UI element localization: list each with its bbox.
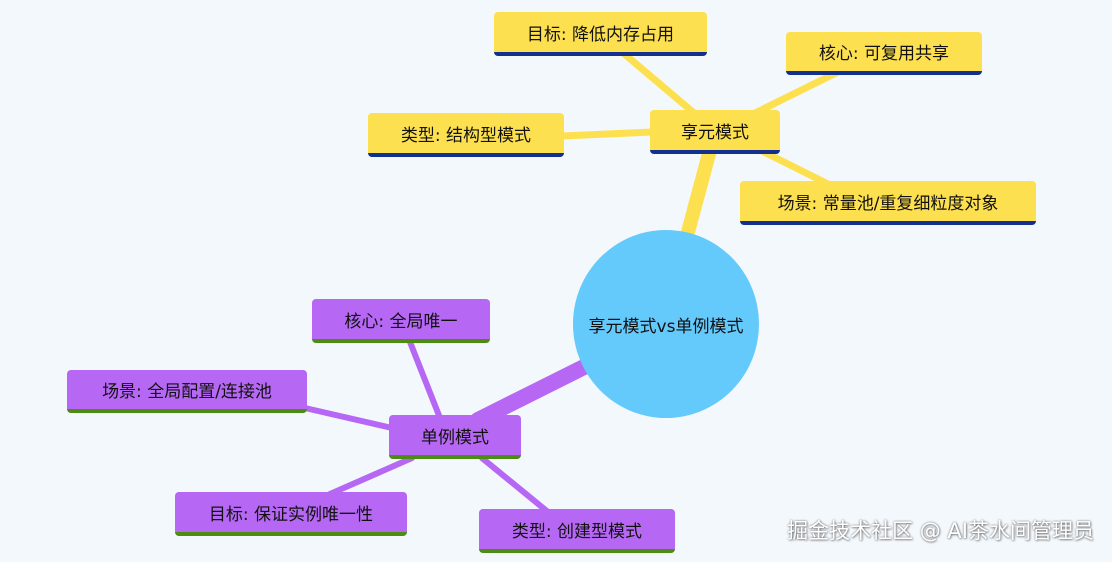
singleton-scenario-label: 场景: 全局配置/连接池 (102, 382, 272, 402)
center-node-label: 享元模式vs单例模式 (588, 316, 744, 337)
flyweight-scenario-node[interactable]: 场景: 常量池/重复细粒度对象 (740, 181, 1036, 225)
singleton-core-node[interactable]: 核心: 全局唯一 (312, 299, 490, 343)
singleton-core-label: 核心: 全局唯一 (344, 311, 458, 332)
flyweight-scenario-label: 场景: 常量池/重复细粒度对象 (777, 193, 999, 214)
connector-flyweight-scenario (756, 146, 836, 190)
flyweight-type-label: 类型: 结构型模式 (400, 125, 532, 146)
flyweight-core-label: 核心: 可复用共享 (818, 44, 950, 64)
flyweight-goal-node[interactable]: 目标: 降低内存占用 (494, 12, 707, 56)
flyweight-node-label: 享元模式 (681, 122, 749, 143)
singleton-type-label: 类型: 创建型模式 (511, 521, 643, 542)
connector-singleton-type (479, 455, 551, 515)
flyweight-type-node[interactable]: 类型: 结构型模式 (368, 113, 564, 157)
connector-singleton-core (407, 339, 443, 421)
singleton-node-label: 单例模式 (421, 427, 489, 448)
watermark: 掘金技术社区 @ AI茶水间管理员 (787, 519, 1094, 543)
connector-singleton-scenario (302, 405, 395, 431)
connector-singleton-goal (327, 455, 415, 497)
flyweight-goal-label: 目标: 降低内存占用 (526, 24, 675, 45)
singleton-goal-label: 目标: 保证实例唯一性 (208, 504, 374, 525)
flyweight-node[interactable]: 享元模式 (650, 110, 780, 154)
singleton-goal-node[interactable]: 目标: 保证实例唯一性 (175, 492, 407, 536)
connector-flyweight-type (558, 128, 656, 140)
connector-center-singleton (470, 358, 594, 428)
flyweight-core-node[interactable]: 核心: 可复用共享 (786, 32, 982, 75)
center-node[interactable]: 享元模式vs单例模式 (573, 230, 759, 418)
singleton-node[interactable]: 单例模式 (389, 415, 521, 459)
connector-center-flyweight (681, 143, 717, 239)
singleton-scenario-node[interactable]: 场景: 全局配置/连接池 (67, 370, 307, 413)
singleton-type-node[interactable]: 类型: 创建型模式 (479, 509, 675, 553)
connector-flyweight-goal (618, 48, 704, 122)
